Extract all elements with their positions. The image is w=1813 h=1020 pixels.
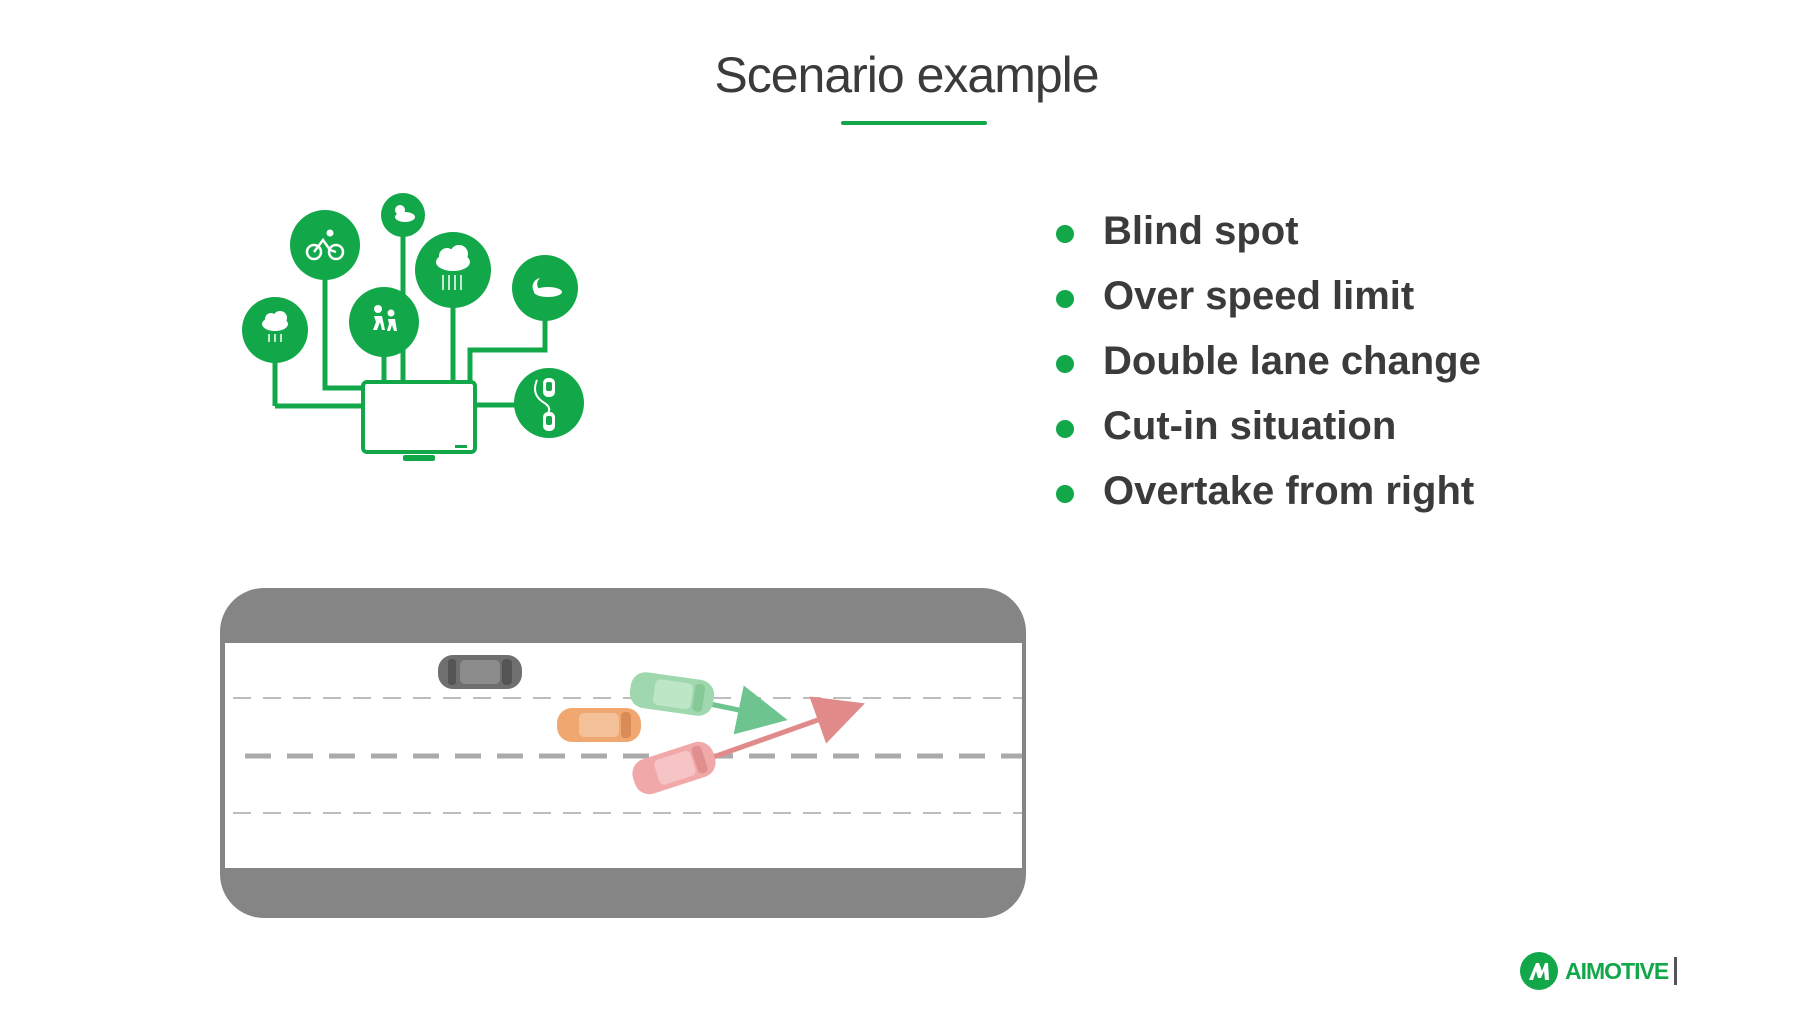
list-item-text: Cut-in situation	[1103, 404, 1397, 448]
aimotive-logo-text: AIMOTIVE	[1565, 957, 1669, 984]
list-item-text: Double lane change	[1103, 339, 1481, 383]
list-item: Overtake from right	[1056, 465, 1481, 530]
moon-cloud-icon	[512, 255, 578, 321]
title-underline	[841, 121, 987, 125]
bicycle-icon	[290, 210, 360, 280]
list-item: Over speed limit	[1056, 270, 1481, 335]
logo-divider	[1674, 957, 1678, 985]
lane-markings	[233, 697, 1022, 814]
aimotive-logo-mark-icon	[1520, 952, 1558, 990]
gray-car	[438, 655, 522, 689]
rain-cloud-icon	[415, 232, 491, 308]
green-car	[629, 672, 715, 716]
red-car-path-arrow	[704, 696, 865, 763]
bullet-dot	[1056, 485, 1074, 503]
list-item-text: Blind spot	[1103, 209, 1299, 253]
bullet-dot	[1056, 355, 1074, 373]
aimotive-logo: AIMOTIVE	[1520, 952, 1678, 990]
list-item-text: Overtake from right	[1103, 469, 1475, 513]
scenario-list: Blind spot Over speed limit Double lane …	[1056, 205, 1481, 530]
bullet-dot	[1056, 420, 1074, 438]
bullet-dot	[1056, 225, 1074, 243]
lane-change-icon	[514, 368, 584, 438]
monitor-icon	[361, 380, 477, 461]
list-item: Cut-in situation	[1056, 400, 1481, 465]
scenario-icon-tree	[242, 193, 584, 461]
list-item: Double lane change	[1056, 335, 1481, 400]
sun-cloud-icon	[381, 193, 425, 237]
list-item-text: Over speed limit	[1103, 274, 1415, 318]
drizzle-cloud-icon	[242, 297, 308, 363]
slide-title: Scenario example	[714, 47, 1099, 103]
pedestrians-icon	[349, 287, 419, 357]
list-item: Blind spot	[1056, 205, 1481, 270]
orange-car	[557, 708, 641, 742]
bullet-dot	[1056, 290, 1074, 308]
red-car	[632, 741, 716, 795]
green-car-path-arrow	[704, 685, 788, 735]
road-illustration	[220, 588, 1026, 918]
